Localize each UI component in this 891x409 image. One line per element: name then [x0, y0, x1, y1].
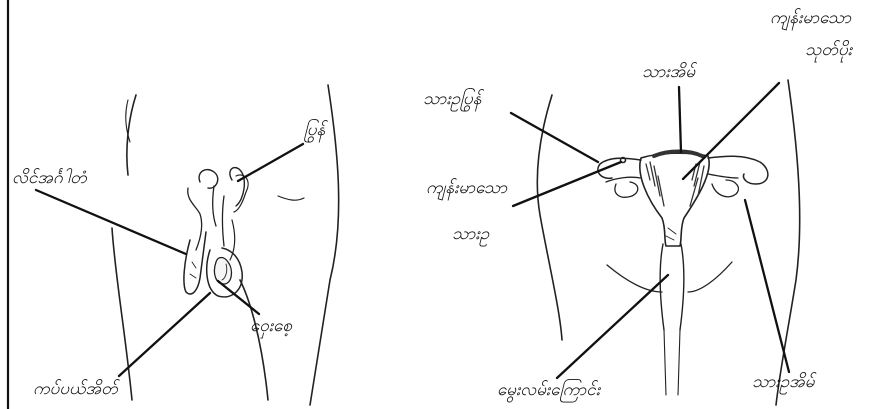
label-uterus: သားအိမ် — [642, 64, 695, 81]
label-vagina: မွေးလမ်းကြောင်း — [497, 382, 600, 399]
female-tube-right — [708, 156, 768, 184]
label-ovum-sub: သားဥ — [452, 226, 489, 243]
label-ovary: သားဥအိမ် — [752, 374, 815, 391]
label-fallopian-tube-sub: သုတ်ပိုး — [805, 42, 852, 59]
label-vas-deferens: ပြွန် — [304, 122, 325, 139]
female-body-right — [776, 80, 800, 405]
female-pointer-lines — [511, 83, 789, 378]
male-penis-shape — [184, 232, 206, 294]
female-figure — [537, 80, 799, 405]
male-inner-leg — [240, 280, 268, 400]
label-fallopian-tube: ကျန်းမာသော — [770, 10, 851, 27]
female-ovary-left — [615, 182, 638, 197]
female-vagina-shape — [660, 244, 664, 330]
label-penis: လိင်အင်္ဂါတံ — [12, 170, 87, 187]
male-testis-shape — [214, 258, 231, 285]
label-testis: ဝှေးစေ့ — [250, 318, 292, 335]
female-ovary-right — [712, 180, 738, 197]
label-ovum: ကျန်းမာသော — [426, 180, 507, 197]
female-body-left — [537, 95, 562, 340]
label-scrotum: ကပ်ပယ်အိတ် — [33, 381, 118, 398]
label-oviduct: သားဥပြွန် — [423, 91, 482, 108]
